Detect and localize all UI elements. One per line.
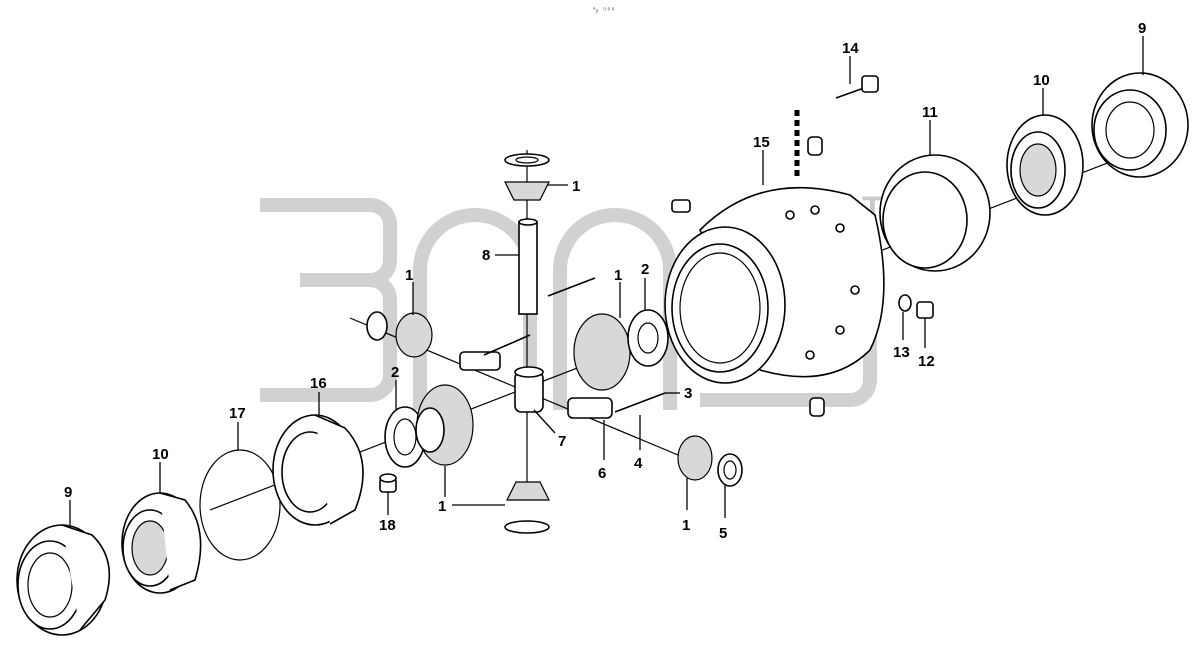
callout-1-bottom-right: 1 — [682, 517, 690, 534]
callout-2-left: 2 — [391, 364, 399, 381]
callout-1-top: 1 — [572, 178, 580, 195]
part-15-housing — [664, 186, 885, 384]
part-7-cross-block — [514, 366, 544, 413]
callout-18: 18 — [379, 517, 396, 534]
callout-1-center: 1 — [614, 267, 622, 284]
callout-1-bottom-left: 1 — [438, 498, 446, 515]
callout-5: 5 — [719, 525, 727, 542]
callout-3: 3 — [684, 385, 692, 402]
part-8-shaft — [518, 218, 538, 315]
callout-1-left: 1 — [405, 267, 413, 284]
callout-16: 16 — [310, 375, 327, 392]
part-3-pins — [483, 277, 666, 413]
callout-2-right: 2 — [641, 261, 649, 278]
part-1-pinion-right — [677, 435, 743, 487]
callout-8: 8 — [482, 247, 490, 264]
callout-9-left: 9 — [64, 484, 72, 501]
top-mark: ᵐᵦ ᵍᵍᵍ — [592, 6, 615, 14]
callout-13: 13 — [893, 344, 910, 361]
part-12-plug — [916, 301, 934, 319]
leader-lines — [69, 36, 1144, 525]
part-16-ring — [272, 414, 364, 526]
part-9-left-nut — [16, 524, 111, 636]
part-1-pinion-bottom — [504, 481, 550, 534]
part-1-pinion-left — [366, 311, 501, 371]
callout-10-left: 10 — [152, 446, 169, 463]
part-11-ring — [879, 154, 991, 272]
part-6-sleeve — [567, 397, 613, 419]
part-1-side-gear-right — [573, 309, 669, 391]
part-13-washer — [898, 294, 912, 312]
part-10-left-bearing — [121, 492, 202, 594]
part-17-snap-ring — [199, 449, 281, 561]
callout-9-right: 9 — [1138, 20, 1146, 37]
part-18-pin — [379, 473, 397, 493]
callout-17: 17 — [229, 405, 246, 422]
callouts: 1 1 1 1 1 1 2 2 3 4 5 6 7 8 9 9 10 10 11… — [64, 20, 1146, 542]
callout-6: 6 — [598, 465, 606, 482]
part-1-pinion-top — [504, 153, 550, 201]
housing-plugs — [671, 136, 825, 417]
part-9-right-nut — [1091, 72, 1189, 178]
callout-14: 14 — [842, 40, 859, 57]
part-10-right-bearing — [1006, 114, 1084, 216]
part-14-bolt — [794, 75, 879, 180]
callout-4: 4 — [634, 455, 643, 472]
part-1-side-gear-lower — [415, 384, 474, 466]
callout-11: 11 — [922, 104, 938, 121]
callout-10-right: 10 — [1033, 72, 1050, 89]
callout-15: 15 — [753, 134, 770, 151]
callout-7: 7 — [558, 433, 566, 450]
callout-12: 12 — [918, 353, 935, 370]
